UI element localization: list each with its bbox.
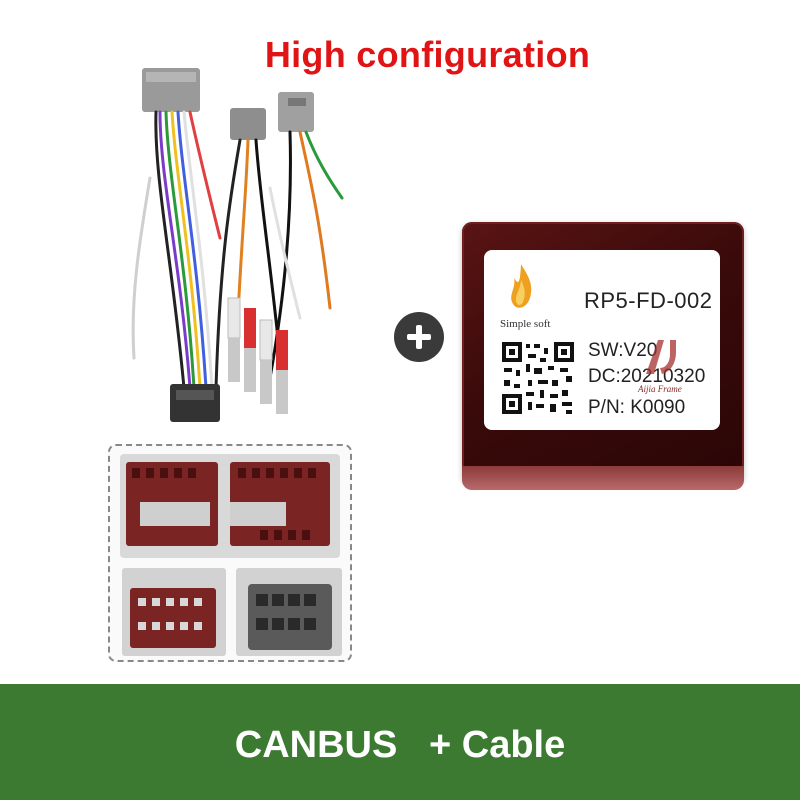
aijia-logo-icon (646, 340, 676, 374)
qr-code-icon (500, 340, 576, 416)
flame-logo-icon (511, 264, 532, 308)
module-part-number: P/N: K0090 (588, 397, 686, 418)
module-model: RP5-FD-002 (584, 288, 713, 313)
module-date-code: DC:20210320 (588, 366, 706, 387)
banner-text: CANBUS + Cable (234, 724, 566, 766)
connector-closeup-panel (108, 444, 352, 662)
connector-closeup-image (120, 454, 342, 656)
module-brand: Simple soft (500, 318, 551, 330)
wire-harness-image (131, 68, 344, 422)
plus-icon (394, 312, 444, 362)
canbus-module-base (462, 466, 744, 490)
headline: High configuration (264, 34, 591, 75)
module-sw-version: SW:V20 (588, 340, 658, 361)
aijia-logo-text: Aijia Frame (638, 384, 682, 394)
bottom-banner (0, 684, 800, 800)
